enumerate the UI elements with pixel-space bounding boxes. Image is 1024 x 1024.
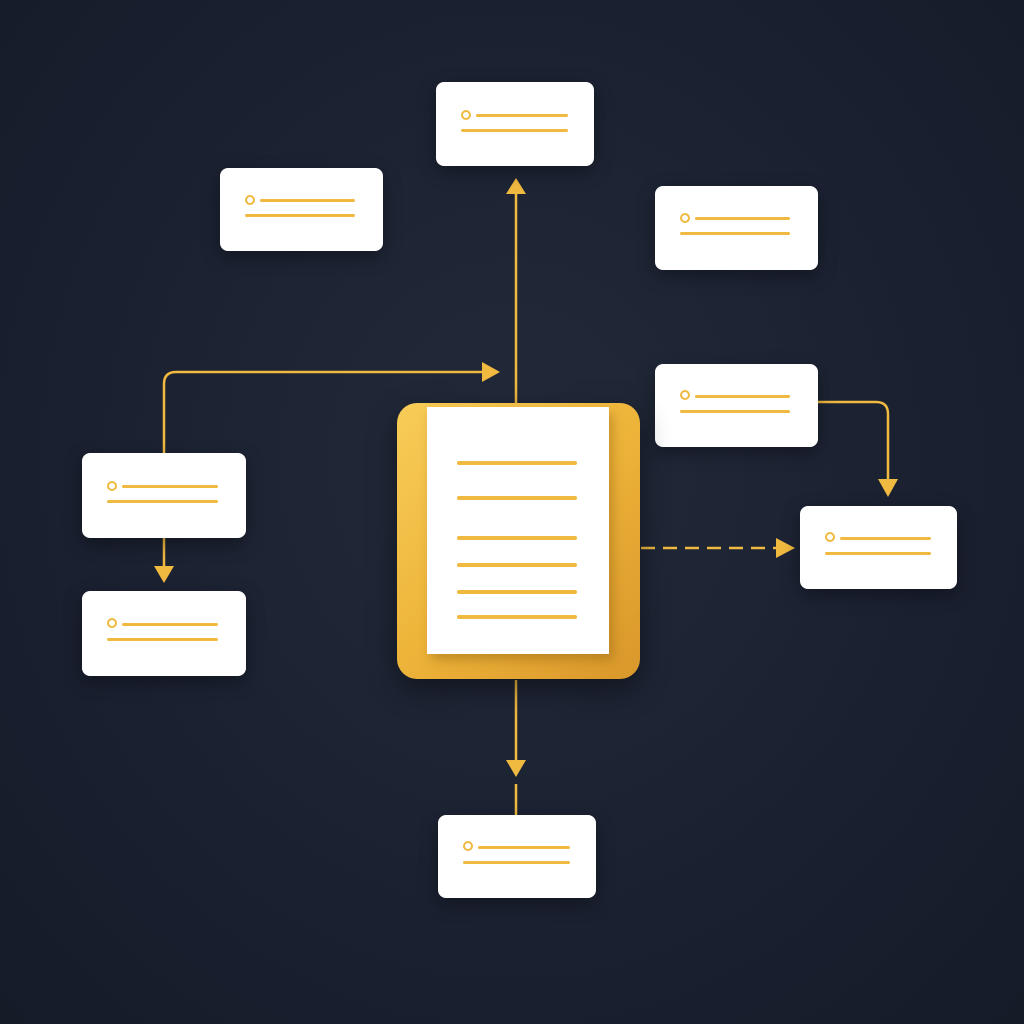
document-text-line	[457, 461, 577, 465]
document-text-line	[457, 536, 577, 540]
node-bullet-icon	[107, 618, 117, 628]
node-bullet-icon	[107, 481, 117, 491]
node-text-line	[825, 552, 931, 555]
node-right	[800, 506, 957, 589]
node-text-line	[260, 199, 355, 202]
arrowhead-up-top	[506, 178, 526, 194]
arrowhead-down-bottom	[506, 760, 526, 777]
node-bullet-icon	[245, 195, 255, 205]
document-text-line	[457, 496, 577, 500]
node-text-line	[245, 214, 355, 217]
node-left-bottom	[82, 591, 246, 676]
node-bullet-icon	[461, 110, 471, 120]
node-text-line	[680, 232, 790, 235]
node-text-line	[107, 500, 218, 503]
node-top-right	[655, 186, 818, 270]
node-top	[436, 82, 594, 166]
node-text-line	[840, 537, 931, 540]
node-right-upper	[655, 364, 818, 447]
node-text-line	[476, 114, 568, 117]
node-text-line	[478, 846, 570, 849]
arrowhead-right-dashed	[776, 538, 795, 558]
arrowhead-right-document	[482, 362, 500, 382]
node-text-line	[122, 623, 218, 626]
node-text-line	[680, 410, 790, 413]
node-text-line	[461, 129, 568, 132]
node-bullet-icon	[680, 213, 690, 223]
arrowhead-down-leftbottom	[154, 566, 174, 583]
document-icon	[427, 407, 609, 654]
node-text-line	[463, 861, 570, 864]
node-text-line	[107, 638, 218, 641]
document-text-line	[457, 590, 577, 594]
node-text-line	[122, 485, 218, 488]
edge-rightupper-to-right	[818, 400, 890, 485]
arrowhead-down-right	[878, 479, 898, 497]
node-bullet-icon	[825, 532, 835, 542]
node-text-line	[695, 395, 790, 398]
node-bullet-icon	[680, 390, 690, 400]
edge-midleft-to-document	[162, 370, 488, 453]
document-text-line	[457, 615, 577, 619]
node-text-line	[695, 217, 790, 220]
node-bullet-icon	[463, 841, 473, 851]
document-text-line	[457, 563, 577, 567]
node-top-left	[220, 168, 383, 251]
node-mid-left	[82, 453, 246, 538]
node-bottom	[438, 815, 596, 898]
